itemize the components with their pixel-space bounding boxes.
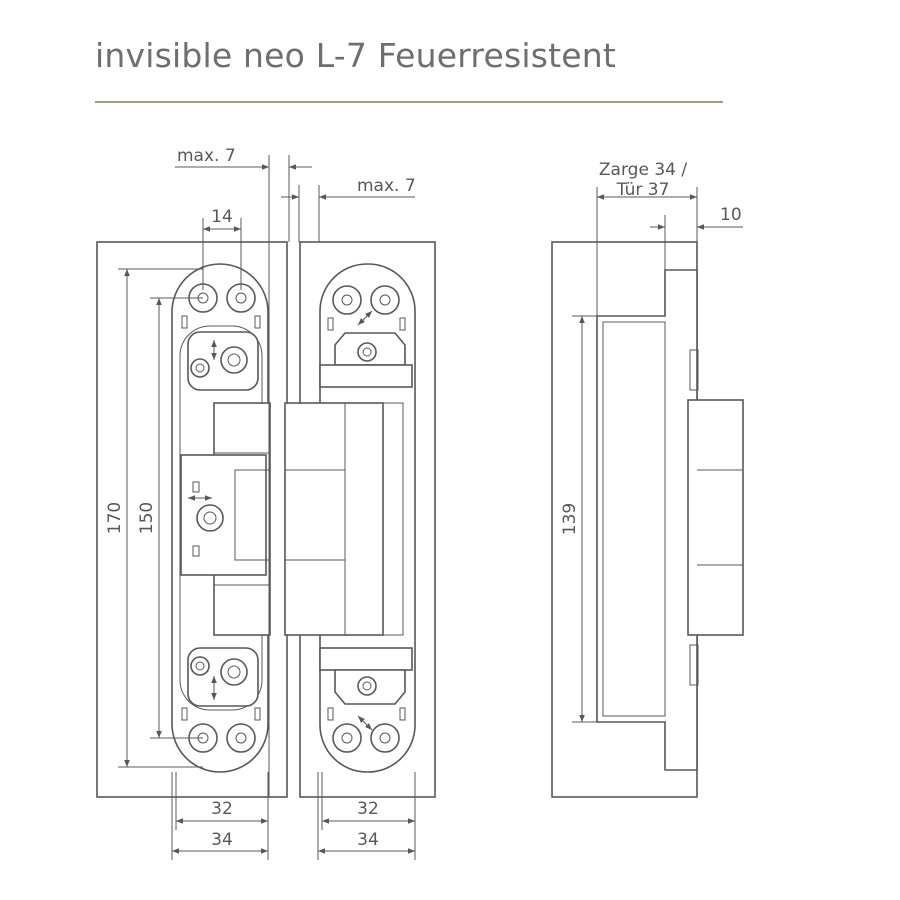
page-title: invisible neo L-7 Feuerresistent xyxy=(95,36,617,75)
hinge-knuckle-right xyxy=(284,402,404,636)
screw-holes-top-right xyxy=(327,285,406,331)
front-view-door-side xyxy=(284,241,436,798)
dim-170: 170 xyxy=(105,502,125,534)
hinge-knuckle-left xyxy=(180,402,271,636)
adjust-screw-upper-left xyxy=(187,331,259,391)
side-hinge-pocket xyxy=(596,269,698,771)
dim-zarge-line2: Tür 37 xyxy=(616,180,670,200)
dim-max7-right: max. 7 xyxy=(357,176,416,196)
adjust-screw-upper-right xyxy=(319,332,413,388)
dim-139: 139 xyxy=(560,503,580,535)
screw-holes-bottom-right xyxy=(327,707,406,753)
adjust-screw-lower-right xyxy=(319,647,413,705)
side-knuckle xyxy=(687,399,744,636)
dim-34-left: 34 xyxy=(211,830,233,850)
dim-zarge-line1: Zarge 34 / xyxy=(599,160,687,180)
side-view xyxy=(551,241,744,798)
dim-32-right: 32 xyxy=(357,799,379,819)
dim-150: 150 xyxy=(137,502,157,534)
dim-max7-left: max. 7 xyxy=(177,146,236,166)
dim-32-left: 32 xyxy=(211,799,233,819)
dimension-lines xyxy=(118,155,743,860)
dimension-labels: max. 7 max. 7 14 170 150 32 34 32 34 Zar… xyxy=(105,146,742,850)
dim-14: 14 xyxy=(211,207,233,227)
title-underline xyxy=(95,101,723,103)
dim-34-right: 34 xyxy=(357,830,379,850)
front-view-frame-side xyxy=(96,241,288,798)
adjust-screw-lower-left xyxy=(187,647,259,707)
side-hinge-inner xyxy=(602,321,666,717)
dim-10: 10 xyxy=(720,205,742,225)
